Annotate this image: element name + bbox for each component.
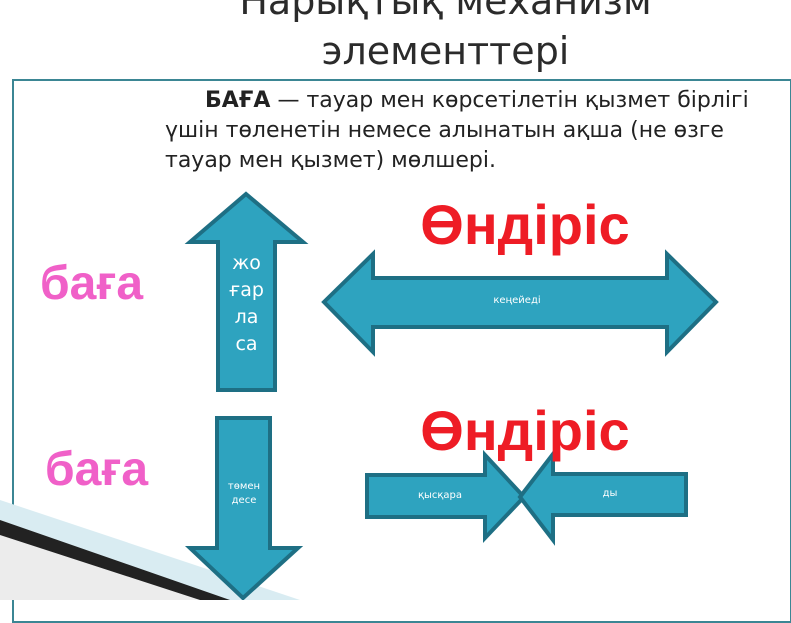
left-arrow-text: ды (602, 488, 618, 499)
up-text-3: ла (234, 306, 259, 328)
right-arrow-text: қысқара (417, 490, 463, 501)
slide-title-line1: Нарықтық механизм (239, 0, 652, 23)
price-label-up: баға (40, 257, 144, 310)
left-arrow (517, 448, 688, 546)
up-arrow-text: жо ғар ла са (218, 250, 275, 358)
definition-text: БАҒА — тауар мен көрсетілетін қызмет бір… (165, 86, 765, 176)
up-text-2: ғар (229, 279, 264, 301)
double-arrow (321, 249, 719, 357)
price-label-down: баға (45, 443, 149, 496)
up-arrow (184, 191, 309, 392)
arrows-diagram (0, 191, 719, 600)
double-arrow-text: кеңейеді (493, 295, 541, 306)
production-heading-down: Өндіріс (420, 399, 630, 462)
up-text-1: жо (232, 252, 261, 274)
down-arrow-text: төмен десе (227, 481, 261, 506)
definition-body: — тауар мен көрсетілетін қызмет бірлігі … (165, 88, 749, 173)
slide-title-line2: элементтері (321, 29, 570, 73)
right-arrow (365, 449, 527, 544)
down-arrow (184, 416, 304, 600)
definition-term: БАҒА (205, 88, 271, 113)
production-heading-up: Өндіріс (420, 193, 630, 256)
up-text-4: са (235, 333, 258, 355)
